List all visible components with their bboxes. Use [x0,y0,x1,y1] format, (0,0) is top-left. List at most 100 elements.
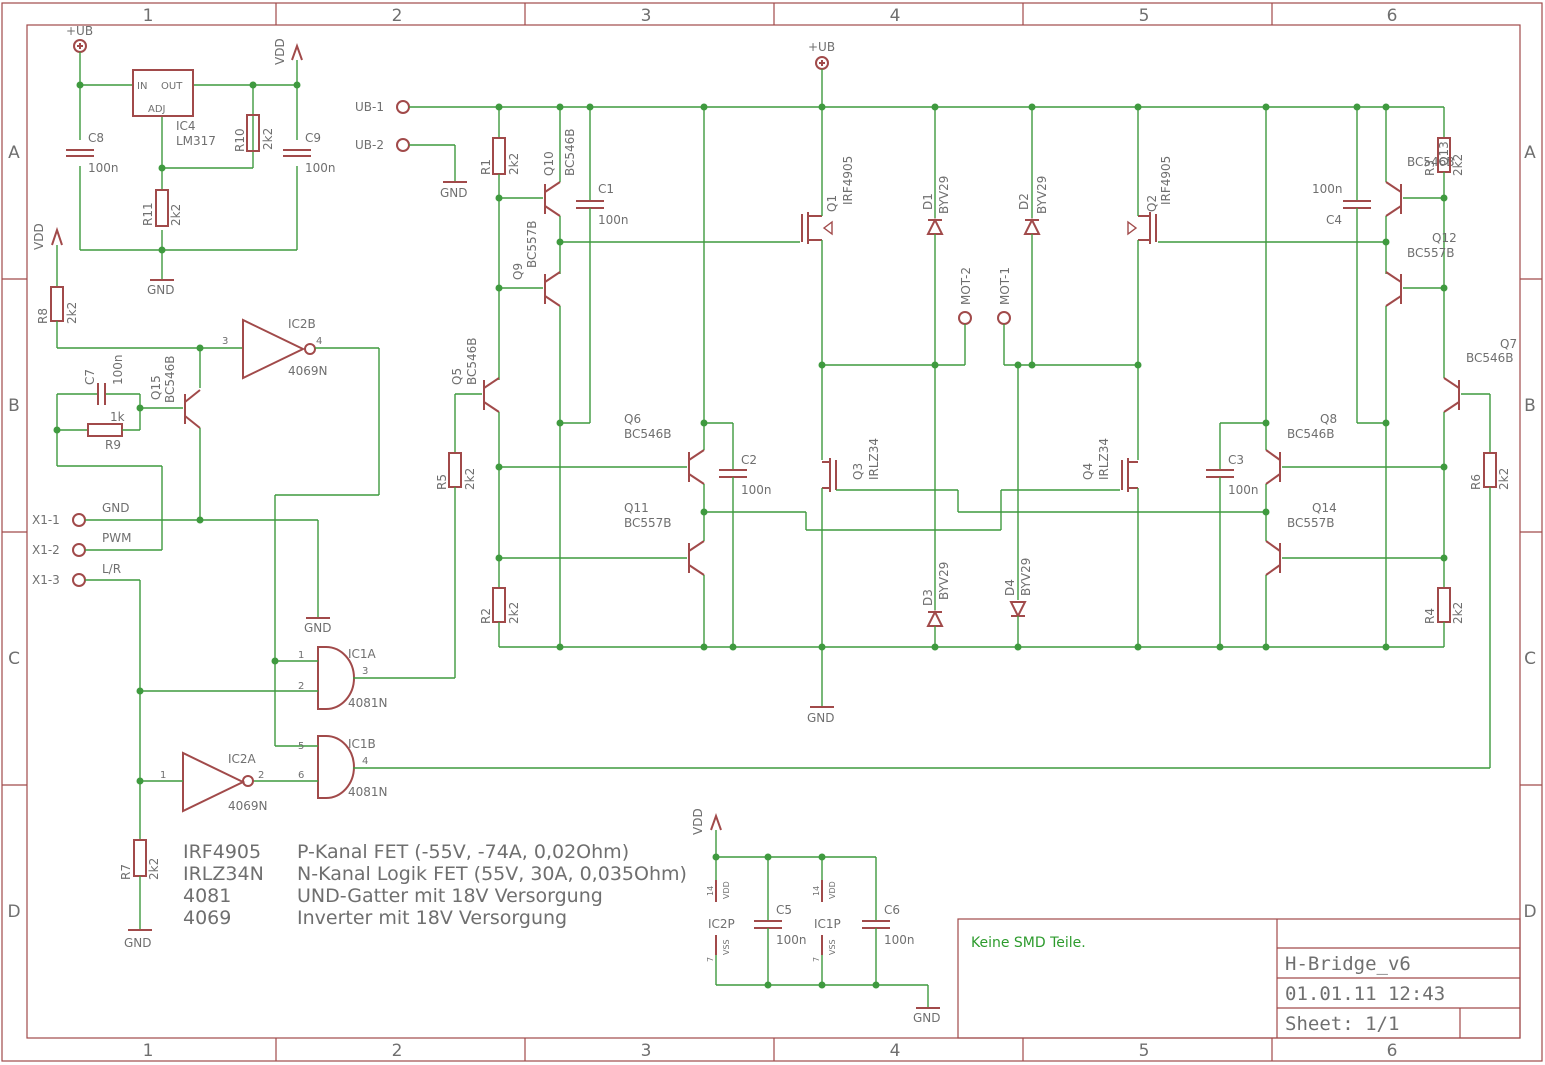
connector-ub1[interactable] [396,100,410,114]
legend-part-3: 4081 [183,885,231,907]
regulator-lm317 [132,69,194,117]
q6-value: BC546B [624,427,672,441]
r5-value: 2k2 [463,468,477,490]
resistor-r5 [448,452,462,488]
net-pwm-label: PWM [102,531,131,545]
r6-label: R6 [1469,474,1483,490]
d2-label: D2 [1017,193,1031,210]
q7-value: BC546B [1466,351,1514,365]
q13-value: BC546B [1407,155,1455,169]
ub1-label: UB-1 [355,100,384,114]
row-label-a: A [8,143,20,163]
reg-name: IC4 [176,119,196,133]
reg-value: LM317 [176,134,216,148]
c2-value: 100n [741,483,772,497]
q1-label: Q1 [825,195,839,212]
c6-value: 100n [884,933,915,947]
q10-label: Q10 [542,151,556,176]
q2-value: IRF4905 [1159,156,1173,205]
connector-x1-1[interactable] [72,513,86,527]
r7-label: R7 [119,864,133,880]
row-label-c: C [8,649,20,669]
r10-value: 2k2 [261,128,275,150]
resistor-r4 [1437,587,1451,623]
ic1p-pin7: 7 [812,957,821,962]
ic1p-vss: VSS [828,939,837,955]
col-label-3: 3 [641,6,652,26]
ic1a-pin3: 3 [362,666,368,677]
r3-value: 2k2 [1451,154,1465,176]
r4-label: R4 [1423,608,1437,624]
gnd-label-reg: GND [147,283,175,297]
d4-label: D4 [1003,579,1017,596]
col-label-4-bottom: 4 [890,1041,901,1061]
col-label-2: 2 [392,6,403,26]
ic2p-pin7: 7 [706,957,715,962]
q7-label: Q7 [1500,337,1517,351]
ic-supply: VDD GND 14 VDD IC2P VSS 7 14 VDD IC1P VS… [691,808,941,1025]
ic1p-label: IC1P [814,917,841,931]
legend-desc-4: Inverter mit 18V Versorgung [297,907,567,929]
resistor-r7 [133,839,147,877]
part-legend: IRF4905 P-Kanal FET (-55V, -74A, 0,02Ohm… [183,841,687,929]
drawing-sheet: Sheet: 1/1 [1285,1013,1399,1035]
r2-label: R2 [479,608,493,624]
q14-label: Q14 [1312,501,1337,515]
connector-ub2[interactable] [396,138,410,152]
q1-value: IRF4905 [841,156,855,205]
ic1b-type: 4081N [348,785,388,799]
vdd-arrow-left [51,226,63,246]
r8-value: 2k2 [65,302,79,324]
col-label-1-bottom: 1 [143,1041,154,1061]
ic1a-label: IC1A [348,647,377,661]
legend-desc-3: UND-Gatter mit 18V Versorgung [297,885,603,907]
ic1b-pin4: 4 [362,756,368,767]
ic2a-label: IC2A [228,752,257,766]
gnd-label-ic1a: GND [304,621,332,635]
col-label-6-bottom: 6 [1387,1041,1398,1061]
r5-label: R5 [435,474,449,490]
c4-label: C4 [1326,213,1342,227]
r9-value: 1k [110,410,125,424]
diode-d4 [1009,601,1027,619]
ic2p-vss: VSS [722,939,731,955]
d1-label: D1 [921,193,935,210]
q4-value: IRLZ34 [1097,438,1111,480]
gnd-label-bridge: GND [807,711,835,725]
and-gate-ic1a [317,646,355,710]
connector-x1-2[interactable] [72,543,86,557]
ic2p-label: IC2P [708,917,735,931]
r11-label: R11 [141,202,155,226]
c5-label: C5 [776,903,792,917]
q10-value: BC546B [563,128,577,176]
col-label-5-bottom: 5 [1139,1041,1150,1061]
q11-label: Q11 [624,501,649,515]
col-label-1: 1 [143,6,154,26]
connector-mot1[interactable] [997,311,1011,325]
reg-pin-out: OUT [161,81,183,92]
inverter-ic2a [182,751,246,813]
q15-value: BC546B [163,355,177,403]
c1-label: C1 [598,182,614,196]
ic2a-pin2: 2 [258,770,264,781]
q6-label: Q6 [624,412,641,426]
legend-desc-2: N-Kanal Logik FET (55V, 30A, 0,035Ohm) [297,863,687,885]
c2-label: C2 [741,453,757,467]
col-label-3-bottom: 3 [641,1041,652,1061]
ic2b-pin4: 4 [316,336,322,347]
net-gnd-label: GND [102,501,130,515]
ic2b-type: 4069N [288,364,328,378]
connector-mot2[interactable] [958,311,972,325]
q11-value: BC557B [624,516,672,530]
col-label-4: 4 [890,6,901,26]
q5-label: Q5 [450,368,464,385]
connector-x1-3[interactable] [72,573,86,587]
ic2p-vdd: VDD [722,881,731,899]
q14-value: BC557B [1287,516,1335,530]
left-driver: R1 2k2 Q10 BC546B Q9 BC557B C1 100n Q5 [435,107,1001,678]
mot2-label: MOT-2 [959,267,973,305]
q3-value: IRLZ34 [867,438,881,480]
right-driver: 100n C4 BC546B Q13 R3 2k2 Q12 BC557B Q7 … [1206,107,1517,768]
ic1a-pin1: 1 [298,650,304,661]
